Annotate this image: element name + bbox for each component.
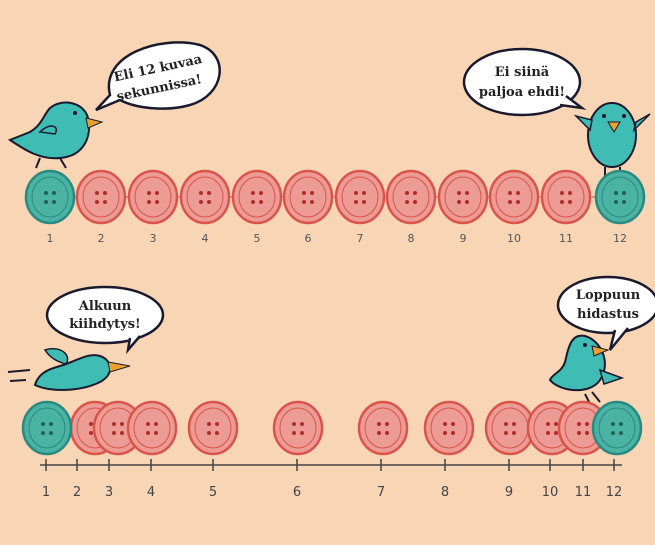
inbetween-frame-button [231, 169, 283, 225]
frame-number: 4 [202, 232, 209, 245]
inbetween-frame-button [272, 400, 324, 456]
bubble-text-line2: hidastus [577, 307, 639, 322]
key-frame-button [591, 400, 643, 456]
frame-number: 8 [408, 232, 415, 245]
frame-number: 1 [47, 232, 54, 245]
frame-number: 5 [209, 485, 217, 500]
frame-number: 11 [559, 232, 573, 245]
frame-number: 3 [150, 232, 157, 245]
bird-landing-icon [548, 334, 625, 405]
inbetween-frame-button [75, 169, 127, 225]
bird-walking-icon [7, 101, 104, 169]
frame-number: 2 [73, 485, 81, 500]
inbetween-frame-button [484, 400, 536, 456]
inbetween-frame-button [187, 400, 239, 456]
frame-number: 6 [305, 232, 312, 245]
inbetween-frame-button [423, 400, 475, 456]
speech-bubble-not-much-time: Ei siinä paljoa ehdi! [462, 47, 587, 117]
frame-number: 9 [505, 485, 513, 500]
inbetween-frame-button [357, 400, 409, 456]
inbetween-frame-button [385, 169, 437, 225]
speech-bubble-12-frames: Eli 12 kuvaa sekunnissa! [95, 41, 221, 112]
frame-number: 6 [293, 485, 301, 500]
frame-number: 7 [377, 485, 385, 500]
frame-number: 11 [575, 485, 592, 500]
frame-number: 10 [507, 232, 521, 245]
key-frame-button [21, 400, 73, 456]
frame-number: 7 [357, 232, 364, 245]
frame-number: 12 [613, 232, 627, 245]
frame-number: 4 [147, 485, 155, 500]
inbetween-frame-button [127, 169, 179, 225]
frame-number: 9 [460, 232, 467, 245]
frame-number: 2 [98, 232, 105, 245]
bird-flying-icon [7, 348, 131, 391]
inbetween-frame-button [282, 169, 334, 225]
bubble-text-line1: Ei siinä [495, 65, 550, 80]
inbetween-frame-button [437, 169, 489, 225]
inbetween-frame-button [488, 169, 540, 225]
bird-waving-icon [573, 102, 651, 178]
bubble-text-line1: Alkuun [78, 299, 132, 314]
speech-bubble-ease-out: Loppuun hidastus [556, 275, 655, 351]
speech-bubble-ease-in: Alkuun kiihdytys! [45, 285, 165, 355]
key-frame-button [594, 169, 646, 225]
key-frame-button [24, 169, 76, 225]
inbetween-frame-button [126, 400, 178, 456]
frame-number: 10 [542, 485, 559, 500]
frame-number: 1 [42, 485, 50, 500]
bubble-text-line2: kiihdytys! [69, 317, 141, 332]
inbetween-frame-button [540, 169, 592, 225]
frame-number: 5 [254, 232, 261, 245]
frame-number: 3 [105, 485, 113, 500]
inbetween-frame-button [334, 169, 386, 225]
bubble-text-line1: Loppuun [576, 288, 641, 303]
frame-number: 12 [606, 485, 623, 500]
frame-number: 8 [441, 485, 449, 500]
inbetween-frame-button [179, 169, 231, 225]
bubble-text-line2: paljoa ehdi! [479, 85, 565, 100]
